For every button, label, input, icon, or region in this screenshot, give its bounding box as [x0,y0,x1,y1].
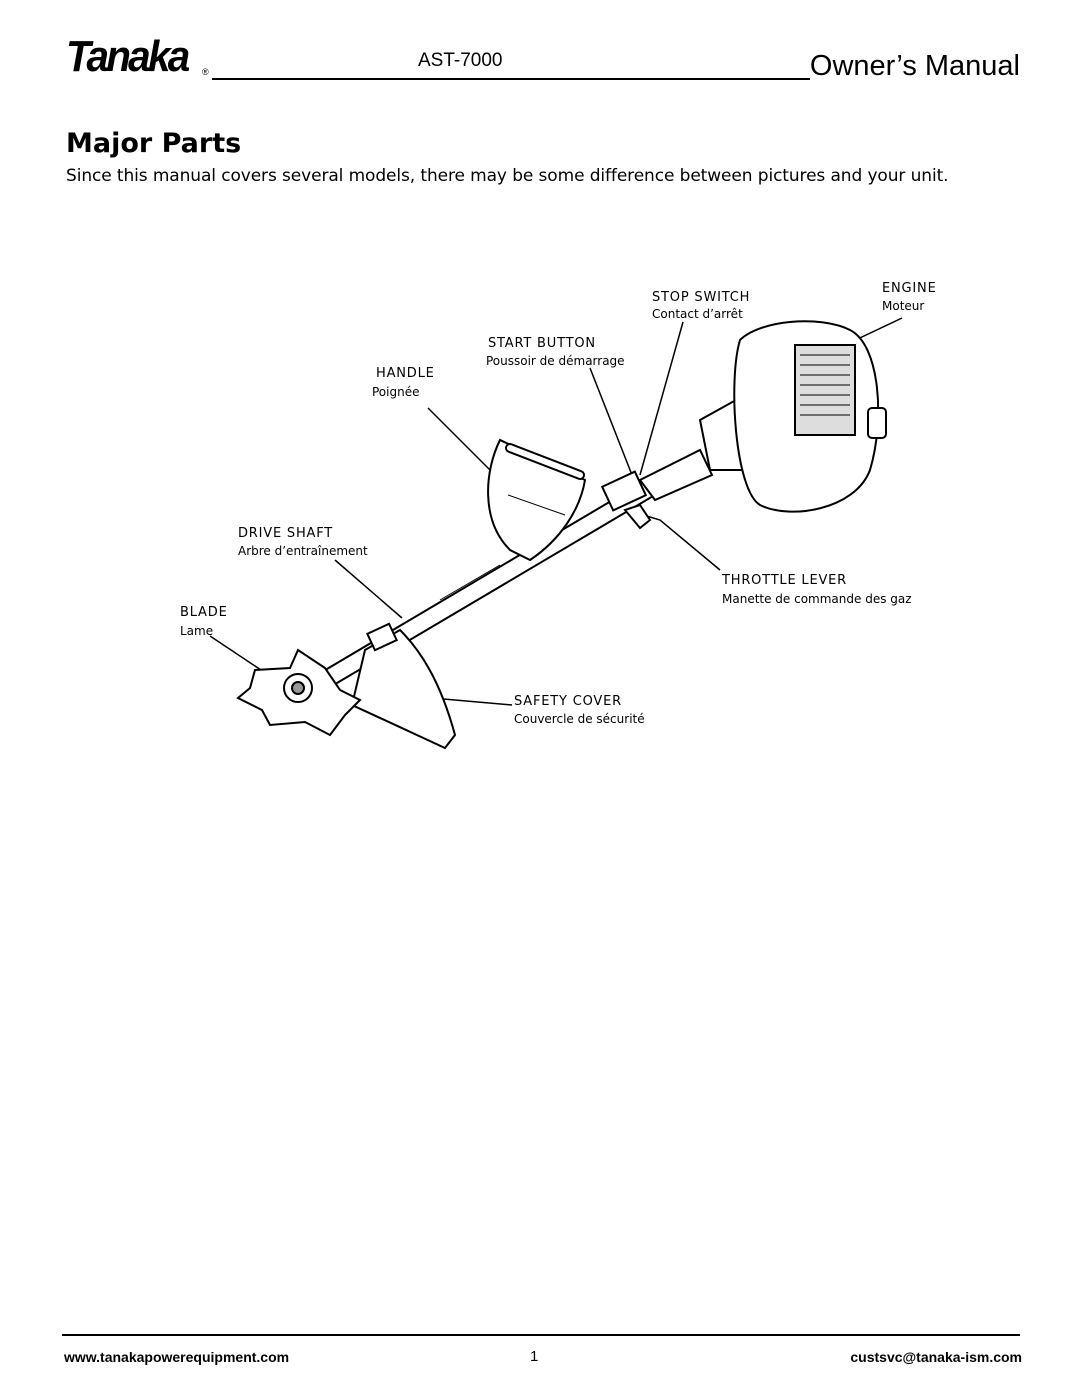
handle-shape [487,438,587,562]
label-stop-switch: STOP SWITCH [652,290,751,305]
tanaka-logo: Tanaka [66,32,190,81]
label-handle: HANDLE [376,366,435,381]
leader-safety-cover [431,697,513,706]
label-stop-switch-fr: Contact d’arrêt [652,307,743,321]
label-drive-shaft: DRIVE SHAFT [238,526,334,541]
label-handle-fr: Poignée [372,385,420,399]
parts-diagram: STOP SWITCH Contact d’arrêt ENGINE Moteu… [180,281,937,750]
label-blade: BLADE [180,605,228,620]
label-blade-fr: Lame [180,624,214,638]
leader-drive-shaft [334,559,403,619]
footer-rule [62,1334,1020,1336]
label-engine: ENGINE [882,281,937,296]
safety-cover-shape [350,622,457,750]
leader-throttle [639,513,721,571]
label-engine-fr: Moteur [882,299,925,313]
manual-title: Owner’s Manual [809,50,1020,82]
label-throttle-lever-fr: Manette de commande des gaz [722,592,912,606]
intro-text: Since this manual covers several models,… [66,166,949,186]
label-start-button-fr: Poussoir de démarrage [486,354,625,368]
label-safety-cover: SAFETY COVER [514,694,622,709]
drive-shaft-shape [303,476,662,698]
header-rule [212,78,810,80]
page-number: 1 [530,1348,539,1365]
registered-mark: ® [202,67,209,77]
engine-shape [638,320,887,513]
leader-start-button [589,367,633,476]
label-safety-cover-fr: Couvercle de sécurité [514,712,645,726]
brushcutter-illustration [209,317,903,750]
leader-handle [427,407,491,471]
throttle-housing-shape [600,470,652,530]
page-header: Tanaka ® AST-7000 Owner’s Manual [62,30,1020,90]
section-title: Major Parts [66,128,242,159]
model-number: AST-7000 [418,50,503,71]
leader-stop-switch [639,321,684,476]
label-start-button: START BUTTON [488,336,596,351]
label-throttle-lever: THROTTLE LEVER [722,573,848,588]
label-drive-shaft-fr: Arbre d’entraînement [238,544,368,558]
footer-email-link[interactable]: custsvc@tanaka-ism.com [850,1349,1022,1365]
blade-shape [236,648,362,737]
footer-website-link[interactable]: www.tanakapowerequipment.com [64,1349,290,1365]
